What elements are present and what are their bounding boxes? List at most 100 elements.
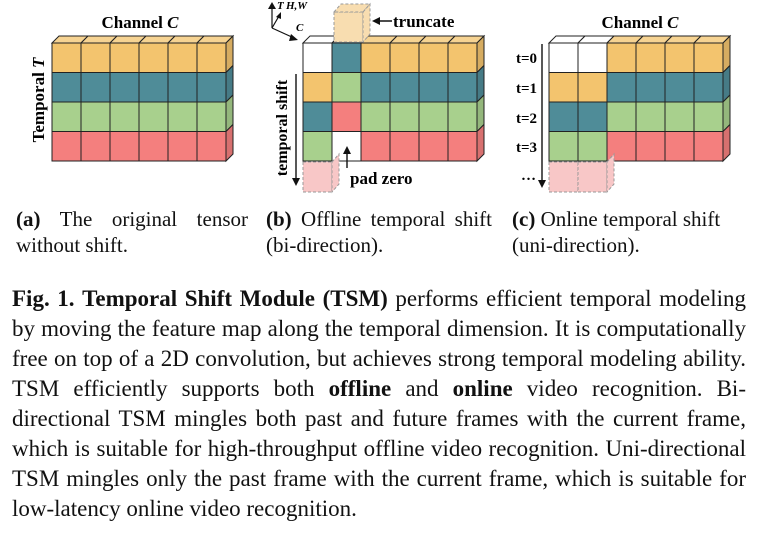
axis-label-t: T: [277, 0, 285, 12]
panel-c-online-shift: Channel C t=0 t=1 t=2 t=3 …: [516, 13, 732, 194]
tensor-cell: [577, 72, 608, 103]
tensor-cell: [635, 131, 666, 162]
tensor-cell: [360, 42, 391, 73]
tensor-cell: [196, 42, 227, 73]
axis-label-c: C: [296, 22, 304, 34]
padded-cube: [302, 152, 340, 194]
tensor-cell: [360, 72, 391, 103]
panel-a-temporal-label: Temporal T: [29, 57, 48, 142]
tensor-cell: [548, 101, 579, 132]
tensor-cell: [51, 72, 82, 103]
tensor-cell: [51, 131, 82, 162]
tensor-cell: [418, 131, 449, 162]
tensor-cell: [302, 42, 333, 73]
tensor-cell: [109, 72, 140, 103]
panel-c-tensor-grid: [547, 34, 732, 163]
panel-a-original-tensor: Channel C Temporal T: [29, 13, 235, 163]
tensor-cell: [389, 101, 420, 132]
tensor-cell: [167, 72, 198, 103]
tensor-cell: [606, 72, 637, 103]
panel-b-tensor-grid: [301, 34, 486, 163]
module-abbr: (TSM): [322, 286, 388, 311]
figure-caption: Fig. 1. Temporal Shift Module (TSM) perf…: [12, 286, 746, 521]
tensor-cell: [360, 101, 391, 132]
module-name: Temporal Shift Module: [82, 286, 315, 311]
tensor-cell: [693, 101, 724, 132]
tensor-cell: [548, 131, 579, 162]
tensor-cell: [80, 131, 111, 162]
tensor-cell: [548, 42, 579, 73]
tensor-cell: [167, 131, 198, 162]
tensor-cell: [693, 42, 724, 73]
tensor-cell-side: [476, 123, 485, 163]
time-label-ellipsis: …: [521, 168, 536, 184]
panel-c-channel-title: Channel C: [601, 13, 679, 32]
tensor-cell: [51, 42, 82, 73]
padded-cubes: [548, 152, 615, 194]
tensor-cell: [196, 72, 227, 103]
tensor-cell: [418, 42, 449, 73]
tensor-cell: [138, 72, 169, 103]
tensor-cell: [80, 72, 111, 103]
tensor-cell: [331, 72, 362, 103]
tensor-cell: [80, 42, 111, 73]
tsm-figure: Channel C Temporal T T H,W C truncate: [29, 0, 732, 194]
tensor-cell: [80, 101, 111, 132]
tensor-cell: [577, 101, 608, 132]
truncated-cube: [332, 2, 372, 44]
tensor-cell: [138, 42, 169, 73]
tensor-cell: [109, 101, 140, 132]
tensor-cell: [302, 131, 333, 162]
time-label-1: t=1: [516, 81, 537, 97]
tensor-cell: [606, 42, 637, 73]
tensor-cell: [389, 42, 420, 73]
tensor-cell-side: [722, 123, 731, 163]
tensor-cell: [167, 42, 198, 73]
tensor-cell: [606, 101, 637, 132]
tensor-cell: [447, 42, 478, 73]
tensor-cell: [196, 131, 227, 162]
tensor-cell: [196, 101, 227, 132]
pad-zero-label: pad zero: [350, 169, 413, 188]
tensor-cell: [389, 131, 420, 162]
tensor-cell: [138, 101, 169, 132]
tensor-cell: [302, 72, 333, 103]
time-label-3: t=3: [516, 140, 537, 156]
tensor-cell: [664, 72, 695, 103]
truncate-label: truncate: [393, 12, 455, 31]
tensor-cell: [577, 131, 608, 162]
tensor-cell: [109, 42, 140, 73]
tensor-cell: [302, 101, 333, 132]
panel-a-channel-title: Channel C: [101, 13, 179, 32]
tensor-cell: [389, 72, 420, 103]
panel-b-caption: (b) Offline temporal shift (bi-direction…: [266, 207, 492, 257]
tensor-cell: [447, 101, 478, 132]
tensor-cell: [167, 101, 198, 132]
tensor-cell: [109, 131, 140, 162]
tensor-cell: [664, 131, 695, 162]
tensor-cell: [548, 72, 579, 103]
tensor-cell: [447, 72, 478, 103]
time-label-0: t=0: [516, 51, 537, 67]
figure-label: Fig. 1.: [12, 286, 75, 311]
tensor-cell: [635, 72, 666, 103]
temporal-shift-label: temporal shift: [274, 79, 291, 176]
tensor-cell: [635, 42, 666, 73]
axis-label-hw: H,W: [285, 0, 308, 12]
axes-icon: [268, 2, 298, 41]
tensor-cell: [635, 101, 666, 132]
panel-c-caption: (c) Online temporal shift (uni-direction…: [512, 207, 721, 257]
panel-a-tensor-grid: [50, 34, 235, 163]
panel-a-caption: (a) The original tensor without shift.: [16, 207, 248, 257]
panel-b-offline-shift: T H,W C truncate pad zero temporal shift: [268, 0, 486, 194]
tensor-cell-side: [225, 123, 234, 163]
tensor-cell: [418, 72, 449, 103]
tensor-cell: [418, 101, 449, 132]
tensor-cell: [331, 101, 362, 132]
tensor-cell: [577, 42, 608, 73]
tensor-cell: [664, 42, 695, 73]
tensor-cell: [447, 131, 478, 162]
tensor-cell: [693, 131, 724, 162]
tensor-cell: [693, 72, 724, 103]
tensor-cell: [331, 42, 362, 73]
